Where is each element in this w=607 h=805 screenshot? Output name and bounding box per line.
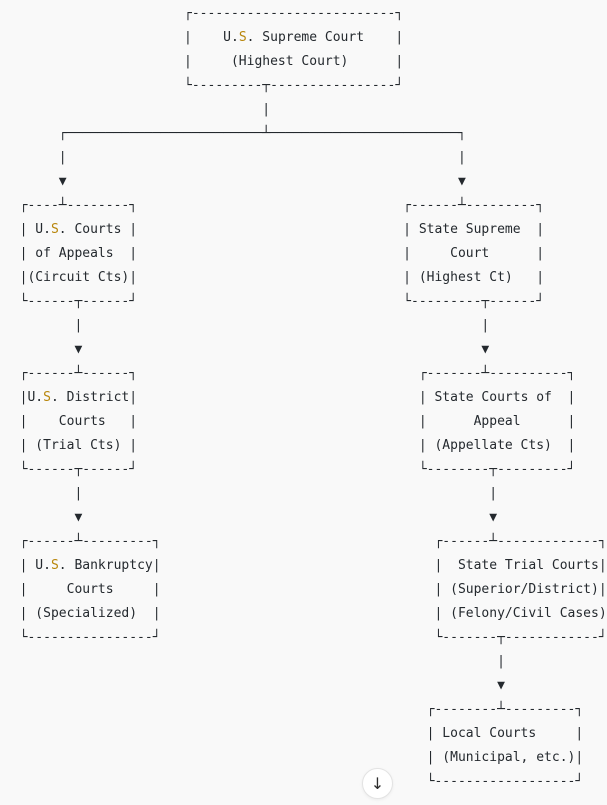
arrow-down-icon: ↓ [370, 773, 385, 793]
court-hierarchy-ascii-diagram: ┌--------------------------┐ | U.S. Supr… [19, 6, 607, 789]
scroll-to-bottom-button[interactable]: ↓ [362, 768, 393, 799]
